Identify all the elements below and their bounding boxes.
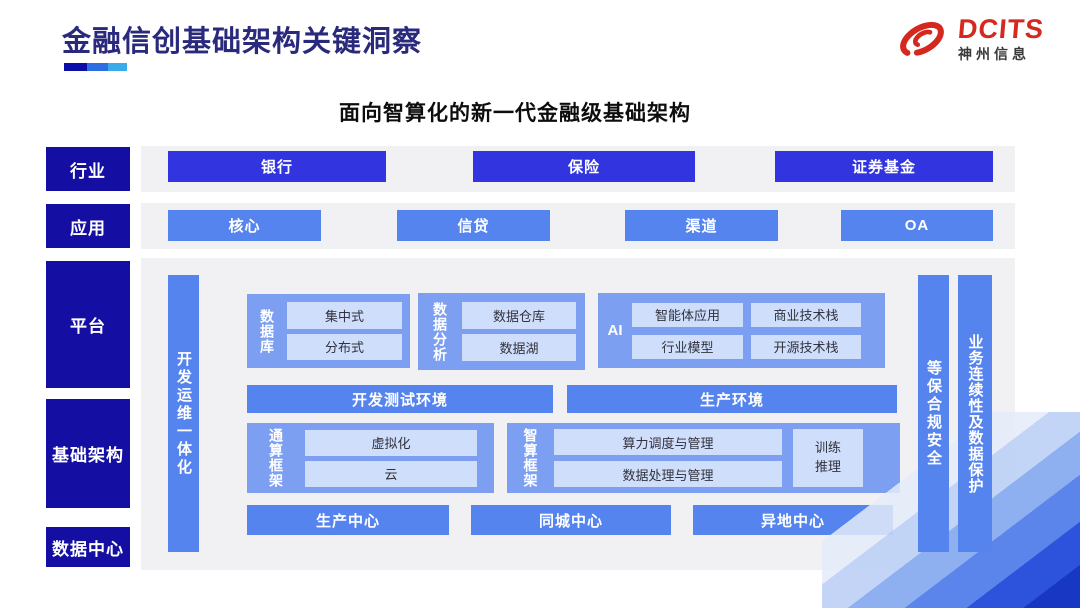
dcits-logo: DCITS 神州信息 (894, 14, 1046, 62)
datacenter-same-city: 同城中心 (471, 505, 671, 535)
logo-company: 神州信息 (958, 46, 1030, 62)
general-computing-label: 通算框架 (268, 428, 284, 488)
pillar-compliance: 等保合规安全 (918, 275, 949, 552)
analytics-item-lake: 数据湖 (462, 334, 576, 361)
datacenter-production: 生产中心 (247, 505, 449, 535)
side-label-industry: 行业 (46, 147, 130, 191)
application-item-channel: 渠道 (625, 210, 778, 241)
side-label-infrastructure: 基础架构 (46, 399, 130, 508)
intelligent-computing-chips: 算力调度与管理 数据处理与管理 (554, 423, 782, 493)
ai-item-industry-model: 行业模型 (632, 334, 743, 359)
ai-grid: 智能体应用 商业技术栈 行业模型 开源技术栈 (632, 293, 861, 368)
ai-item-opensource-stack: 开源技术栈 (751, 334, 861, 359)
analytics-item-warehouse: 数据仓库 (462, 302, 576, 329)
logo-brand: DCITS (956, 14, 1046, 44)
underline-segment-light (108, 63, 127, 71)
side-label-datacenter: 数据中心 (46, 527, 130, 567)
side-label-platform: 平台 (46, 261, 130, 388)
logo-text: DCITS 神州信息 (956, 14, 1046, 62)
application-item-credit: 信贷 (397, 210, 550, 241)
diagram-subtitle: 面向智算化的新一代金融级基础架构 (339, 102, 691, 125)
industry-item-insurance: 保险 (473, 151, 695, 182)
general-item-cloud: 云 (305, 460, 477, 487)
training-inference-label: 训练推理 (814, 440, 841, 474)
training-inference-box: 训练推理 (793, 429, 863, 487)
intelligent-computing-label: 智算框架 (522, 428, 539, 488)
database-item-distributed: 分布式 (287, 333, 402, 360)
general-item-virtualization: 虚拟化 (305, 429, 477, 456)
application-item-oa: OA (841, 210, 993, 241)
ai-item-agent-app: 智能体应用 (632, 302, 743, 327)
underline-segment-dark (64, 63, 87, 71)
env-dev-test: 开发测试环境 (247, 385, 553, 413)
application-item-core: 核心 (168, 210, 321, 241)
industry-item-bank: 银行 (168, 151, 386, 182)
intelligent-item-compute-scheduling: 算力调度与管理 (554, 429, 782, 455)
general-computing-group: 通算框架 虚拟化 云 (247, 423, 494, 493)
logo-swirl-icon (900, 21, 944, 56)
ai-group-label: AI (607, 322, 623, 339)
ai-group: AI 智能体应用 商业技术栈 行业模型 开源技术栈 (598, 293, 885, 368)
analytics-group: 数据分析 数据仓库 数据湖 (418, 293, 585, 370)
page-title: 金融信创基础架构关键洞察 (62, 26, 423, 58)
database-chips: 集中式 分布式 (287, 294, 410, 368)
pillar-continuity: 业务连续性及数据保护 (958, 275, 992, 552)
ai-item-commercial-stack: 商业技术栈 (751, 302, 861, 327)
env-production: 生产环境 (567, 385, 897, 413)
title-underline (64, 63, 127, 71)
intelligent-item-data-processing: 数据处理与管理 (554, 461, 782, 487)
pillar-devops: 开发运维一体化 (168, 275, 199, 552)
industry-item-securities: 证券基金 (775, 151, 993, 182)
analytics-group-label: 数据分析 (432, 301, 448, 362)
intelligent-computing-group: 智算框架 算力调度与管理 数据处理与管理 训练推理 (507, 423, 900, 493)
general-computing-chips: 虚拟化 云 (305, 423, 494, 493)
underline-segment-mid (87, 63, 108, 71)
side-label-application: 应用 (46, 204, 130, 248)
database-group: 数据库 集中式 分布式 (247, 294, 410, 368)
datacenter-remote: 异地中心 (693, 505, 893, 535)
database-group-label: 数据库 (259, 308, 275, 354)
database-item-centralized: 集中式 (287, 302, 402, 329)
analytics-chips: 数据仓库 数据湖 (462, 293, 585, 370)
